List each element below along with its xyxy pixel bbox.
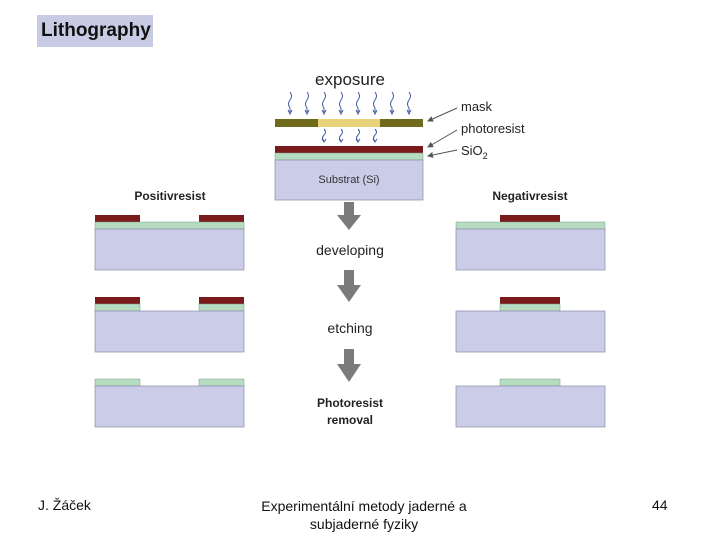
step-removal-label-line2: removal bbox=[327, 413, 373, 427]
positive-resist-title: Positivresist bbox=[134, 189, 205, 203]
negative-removal-stack bbox=[455, 378, 606, 428]
positive-etching-stack bbox=[94, 297, 245, 353]
step-etching-label: etching bbox=[327, 320, 372, 336]
footer-course-line1: Experimentální metody jaderné a bbox=[261, 498, 467, 514]
mask-opening bbox=[318, 119, 380, 127]
footer-course-line2: subjaderné fyziky bbox=[309, 516, 419, 532]
process-arrow-1 bbox=[337, 202, 361, 230]
center-photoresist-layer bbox=[275, 146, 423, 153]
exposure-label: exposure bbox=[315, 70, 385, 89]
sio2-label: SiO2 bbox=[461, 143, 488, 161]
label-pointers bbox=[427, 107, 458, 158]
center-substrate bbox=[274, 159, 424, 201]
negative-etching-stack bbox=[455, 297, 606, 353]
footer-author: J. Žáček bbox=[38, 497, 91, 513]
process-arrow-3 bbox=[337, 349, 361, 382]
exposure-light-rays bbox=[287, 91, 412, 116]
substrate-label: Substrat (Si) bbox=[318, 174, 379, 186]
photoresist-label: photoresist bbox=[461, 121, 525, 136]
negative-resist-title: Negativresist bbox=[492, 189, 567, 203]
positive-developing-stack bbox=[94, 215, 245, 271]
slide-title: Lithography bbox=[37, 15, 153, 47]
center-oxide-layer bbox=[274, 152, 424, 161]
page-number: 44 bbox=[652, 497, 668, 513]
mask-label: mask bbox=[461, 99, 493, 114]
positive-removal-stack bbox=[94, 378, 245, 428]
transmitted-light-rays bbox=[321, 128, 378, 143]
step-removal-label-line1: Photoresist bbox=[317, 396, 383, 410]
step-developing-label: developing bbox=[316, 242, 384, 258]
negative-developing-stack bbox=[455, 215, 606, 271]
footer-course: Experimentální metody jaderné a subjader… bbox=[250, 497, 478, 533]
process-arrow-2 bbox=[337, 270, 361, 302]
